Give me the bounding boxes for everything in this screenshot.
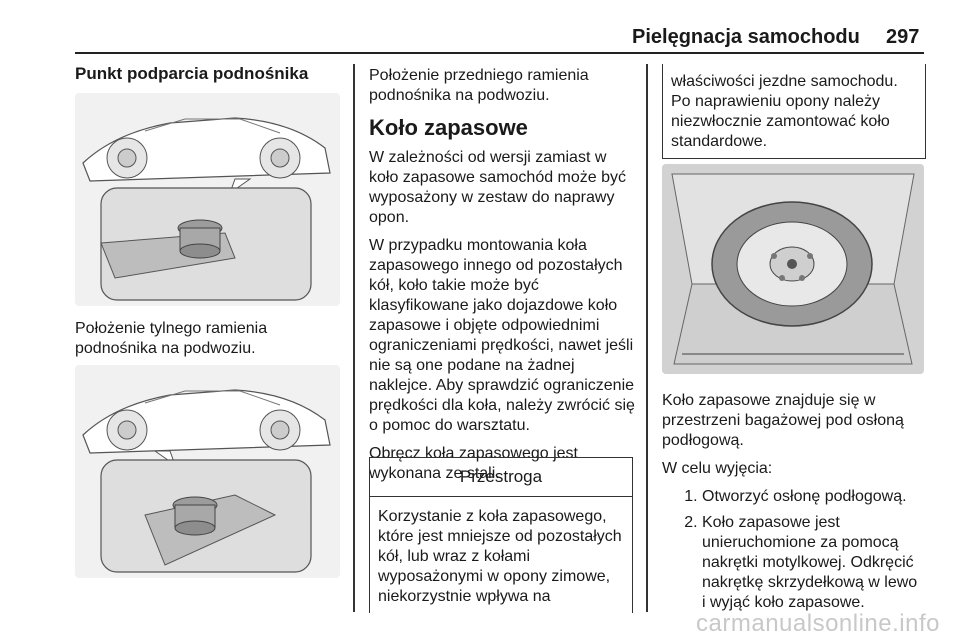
caption-front-jack-point: Położenie przedniego ramienia podnośnika… <box>369 67 589 104</box>
column-divider <box>353 64 355 612</box>
figure-spare-wheel-trunk <box>662 164 924 374</box>
removal-steps-list: Otworzyć osłonę podłogową. Koło zapasowe… <box>662 487 924 613</box>
caption-rear-jack-point: Położenie tylnego ramienia podnośnika na… <box>75 320 268 357</box>
paragraph-repair-kit: W zależności od wersji zamiast w koło za… <box>369 149 627 226</box>
watermark: carmanualsonline.info <box>696 610 940 637</box>
figure-front-jack-point <box>75 93 340 306</box>
column-spare-wheel: Położenie przedniego ramienia podnośnika… <box>369 66 639 492</box>
page-header-title: Pielęgnacja samochodu <box>632 26 860 48</box>
paragraph-spare-location: Koło zapasowe znajduje się w przestrzeni… <box>662 392 904 449</box>
caution-text: Korzystanie z koła zapasowego, które jes… <box>378 508 622 605</box>
header-rule <box>75 52 924 54</box>
note-box-continued: właściwości jezdne samochodu. Po naprawi… <box>662 64 926 159</box>
paragraph-speed-limit: W przypadku montowania koła zapasowego i… <box>369 237 635 434</box>
figure-rear-jack-point <box>75 365 340 578</box>
section-heading-jack-points: Punkt podparcia podnośnika <box>75 64 309 83</box>
section-heading-spare-wheel: Koło zapasowe <box>369 115 528 140</box>
column-removal-steps: Koło zapasowe znajduje się w przestrzeni… <box>662 391 924 619</box>
list-item: Otworzyć osłonę podłogową. <box>702 487 924 507</box>
paragraph-removal-intro: W celu wyjęcia: <box>662 460 773 477</box>
page-number: 297 <box>886 26 920 48</box>
caution-title: Przestroga <box>370 458 632 497</box>
column-divider <box>646 64 648 612</box>
caution-box: Przestroga Korzystanie z koła zapasowego… <box>369 457 633 613</box>
list-item: Koło zapasowe jest unieruchomione za pom… <box>702 513 924 613</box>
